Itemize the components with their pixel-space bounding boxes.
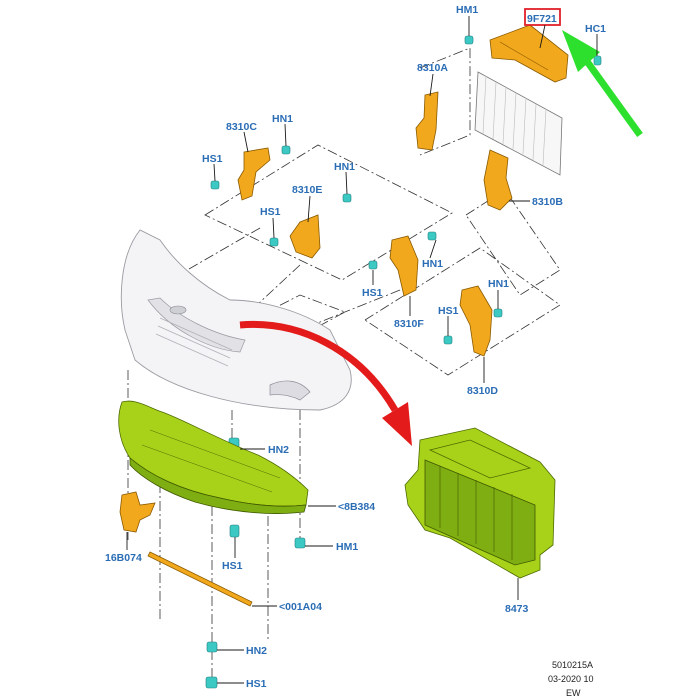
label-hm1-bottom[interactable]: HM1	[336, 541, 358, 553]
strip-001a04[interactable]	[147, 551, 253, 607]
label-8473[interactable]: 8473	[505, 603, 529, 615]
label-hn1-b[interactable]: HN1	[334, 161, 355, 173]
deflector-8310d[interactable]	[459, 285, 493, 357]
label-hn1-c[interactable]: HN1	[422, 258, 443, 270]
green-highlight-arrow	[562, 30, 643, 138]
clip-hn1-a[interactable]	[281, 145, 291, 155]
lower-splash-shield[interactable]	[118, 400, 309, 514]
callout-labels: HM1 9F721 HC1 8310A HN1 8310C HS1 HN1 83…	[105, 4, 606, 690]
footer-code-3: EW	[566, 688, 581, 698]
clip-hs1-e[interactable]	[229, 524, 240, 538]
clip-hn2-b[interactable]	[206, 641, 218, 653]
deflector-8310c[interactable]	[237, 147, 271, 201]
clip-hs1-c[interactable]	[368, 260, 378, 270]
clip-hs1-d[interactable]	[443, 335, 453, 345]
label-hs1-a[interactable]: HS1	[202, 153, 223, 165]
deflector-8310e[interactable]	[289, 214, 321, 259]
radiator[interactable]	[474, 71, 563, 176]
label-8310f[interactable]: 8310F	[394, 318, 424, 330]
clip-hc1[interactable]	[593, 55, 602, 66]
label-8310a[interactable]: 8310A	[417, 62, 448, 74]
leader-lines	[126, 16, 598, 684]
label-hs1-b[interactable]: HS1	[260, 206, 281, 218]
clip-hs1-a[interactable]	[210, 180, 220, 190]
deflector-8310f[interactable]	[389, 235, 419, 297]
label-hn2-a[interactable]: HN2	[268, 444, 289, 456]
clip-hm1-top[interactable]	[464, 35, 474, 45]
deflector-8310b[interactable]	[483, 149, 513, 211]
label-8310d[interactable]: 8310D	[467, 385, 498, 397]
highlight-box-9f721	[524, 8, 561, 26]
footer-code-2: 03-2020 10	[548, 674, 594, 684]
front-bumper-cover[interactable]	[120, 229, 352, 411]
label-8b384[interactable]: <8B384	[338, 501, 375, 513]
red-direction-arrow	[239, 320, 412, 446]
label-hm1-top[interactable]: HM1	[456, 4, 478, 16]
label-hn1-a[interactable]: HN1	[272, 113, 293, 125]
label-hs1-c[interactable]: HS1	[362, 287, 383, 299]
clip-hm1-bottom[interactable]	[294, 537, 306, 549]
deflector-8310a[interactable]	[415, 91, 439, 151]
clip-hn1-c[interactable]	[427, 231, 437, 241]
footer-code-1: 5010215A	[552, 660, 593, 670]
label-001a04[interactable]: <001A04	[279, 601, 322, 613]
diagram-footer: 5010215A 03-2020 10 EW	[548, 660, 594, 698]
label-hs1-f[interactable]: HS1	[246, 678, 267, 690]
label-16b074[interactable]: 16B074	[105, 552, 142, 564]
label-8310e[interactable]: 8310E	[292, 184, 322, 196]
clip-hn1-b[interactable]	[342, 193, 352, 203]
label-hs1-e[interactable]: HS1	[222, 560, 243, 572]
label-9f721[interactable]: 9F721	[527, 13, 557, 25]
bracket-16b074[interactable]	[119, 491, 156, 533]
deflector-9f721[interactable]	[489, 24, 569, 83]
label-hn2-b[interactable]: HN2	[246, 645, 267, 657]
label-8310b[interactable]: 8310B	[532, 196, 563, 208]
clip-hn1-d[interactable]	[493, 308, 503, 318]
clip-hs1-f[interactable]	[205, 676, 218, 689]
clip-hs1-b[interactable]	[269, 237, 279, 247]
label-hs1-d[interactable]: HS1	[438, 305, 459, 317]
label-hc1[interactable]: HC1	[585, 23, 606, 35]
grille-shutter-carrier-8473[interactable]	[404, 427, 556, 579]
label-8310c[interactable]: 8310C	[226, 121, 257, 133]
label-hn1-d[interactable]: HN1	[488, 278, 509, 290]
